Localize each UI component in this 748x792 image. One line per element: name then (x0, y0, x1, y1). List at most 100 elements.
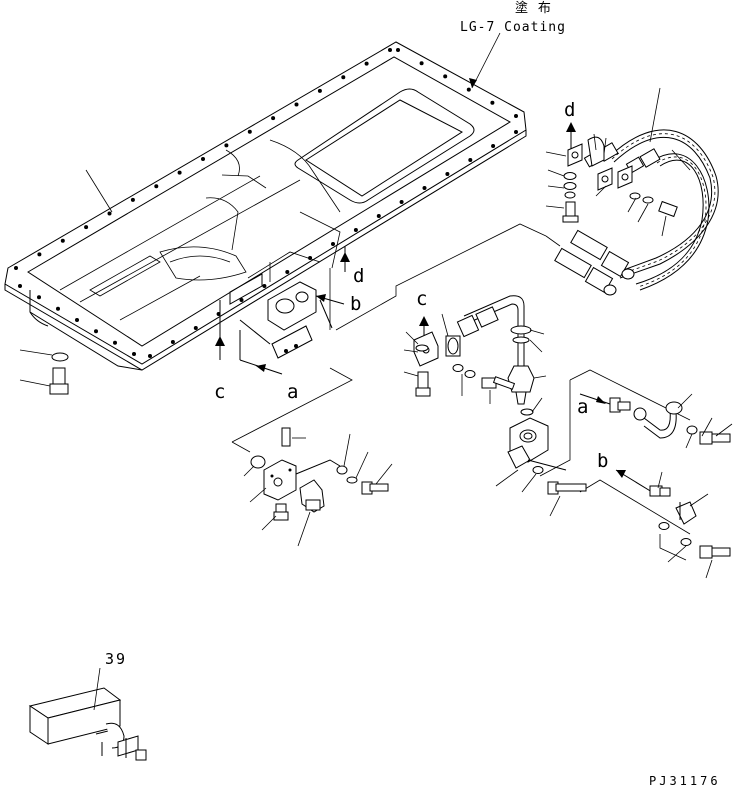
flange-bolt-hole (56, 306, 60, 311)
leader-hose-upper (649, 87, 661, 143)
flange-bolt-hole (60, 238, 65, 243)
pipe-clip (510, 325, 532, 344)
sender-unit (299, 479, 325, 513)
flange-bolt-hole (224, 143, 229, 148)
flange-bolt-hole (514, 114, 518, 118)
washer-block (532, 466, 544, 474)
ref-letter-c-pan: c (214, 381, 225, 403)
flange-bolt-hole (331, 242, 335, 246)
flange-bolt-hole (201, 157, 205, 161)
bracket-right-a (539, 380, 571, 477)
flange-bolt-hole (376, 214, 381, 218)
flange-bolt-hole (75, 318, 79, 322)
washers-sender (336, 465, 358, 484)
ref-letter-d-top: d (564, 99, 575, 121)
hose-lower (635, 153, 710, 291)
flange-bolt-hole (37, 252, 42, 257)
sender-flange (263, 459, 341, 501)
bolt-sender (361, 481, 389, 495)
coupler-fitting (445, 335, 461, 357)
bolt-mid-long (481, 376, 516, 390)
flange-bolt-hole (468, 158, 473, 162)
pipe-nut-lower (507, 365, 535, 416)
link-box-d (335, 223, 547, 331)
flange-bolt-hole (94, 329, 98, 334)
flange-bolt-hole (317, 88, 322, 93)
flange-bolt-hole (113, 340, 117, 345)
bolt-right-lower (680, 538, 731, 559)
washer-stack-top (563, 172, 577, 199)
flange-bolt-hole (396, 48, 400, 52)
flange-bolt-hole (308, 256, 313, 260)
hose-fitting-lower-start (554, 247, 617, 296)
flange-bolt-hole (247, 129, 252, 134)
flange-bolt-holes (14, 48, 518, 358)
bolt-top-clip (562, 201, 579, 223)
ref-letter-c-mid: c (416, 288, 427, 310)
flange-bolt-hole (353, 228, 358, 232)
ref-letter-a-right: a (577, 396, 588, 418)
flange-bolt-hole (107, 211, 112, 216)
hose-fitting-upper-start (570, 229, 635, 280)
pipe-vertical (463, 295, 525, 368)
flange-bolt-hole (285, 270, 290, 274)
item-number-39: 39 (105, 650, 127, 668)
sender-plug-small (273, 503, 289, 521)
bolt-block (547, 481, 587, 495)
arrow-a-right (579, 393, 611, 405)
flange-bolt-hole (341, 75, 346, 80)
washers-mid (452, 364, 476, 378)
bolt-right-upper (686, 425, 731, 445)
flange-bolt-hole (262, 284, 267, 288)
flange-bolt-hole (445, 172, 450, 176)
flange-bolt-hole (422, 186, 427, 190)
bracket-mid (413, 331, 439, 367)
flange-bolt-hole (84, 225, 89, 230)
ref-letter-a-pan: a (287, 381, 298, 403)
drain-washer (19, 349, 69, 362)
flange-bolt-hole (388, 48, 392, 52)
clamp-pair-right (597, 165, 678, 218)
flange-bolt-hole (364, 61, 369, 66)
flange-bolt-hole (154, 184, 159, 189)
washer-right-lower (658, 522, 670, 530)
flange-bolt-hole (294, 102, 299, 107)
ref-letter-d-mid: d (353, 265, 364, 287)
coating-arrow-head (469, 78, 477, 88)
flange-bolt-hole (37, 295, 41, 300)
flange-bolt-hole (491, 144, 496, 148)
flange-bolt-hole (490, 100, 495, 105)
fitting-block (507, 417, 567, 471)
leader-item-39 (93, 667, 101, 711)
drawing-code: PJ31176 (649, 774, 721, 787)
tool-item-39 (28, 687, 147, 761)
ref-letter-b-right: b (597, 450, 608, 472)
flange-bolt-hole (177, 170, 182, 175)
flange-bolt-hole (399, 200, 404, 204)
dowel-pin (281, 427, 291, 447)
coating-label: LG-7 Coating (460, 20, 566, 35)
elbow-fitting-upper (609, 397, 683, 439)
elbow-fitting-lower (649, 485, 697, 525)
pipe-nut-upper (456, 306, 499, 338)
flange-bolt-hole (170, 340, 175, 344)
leader-coating (471, 32, 501, 89)
ref-letter-b-pan: b (350, 293, 361, 315)
flange-bolt-hole (443, 74, 448, 79)
leader-hose-lower (671, 149, 691, 171)
hose-clip (567, 136, 605, 167)
leader-oil-pan (85, 169, 113, 213)
o-ring-sender (250, 455, 266, 469)
flange-bolt-hole (239, 298, 244, 302)
flange-bolt-hole (14, 266, 18, 270)
drain-plug (19, 367, 69, 395)
flange-bolt-hole (466, 87, 471, 92)
flange-bolt-hole (148, 354, 152, 358)
flange-bolt-hole (132, 352, 136, 356)
bolt-mid-short (415, 371, 431, 397)
flange-bolt-hole (271, 116, 276, 121)
flange-bolt-hole (193, 326, 198, 330)
flange-bolt-hole (514, 130, 518, 134)
